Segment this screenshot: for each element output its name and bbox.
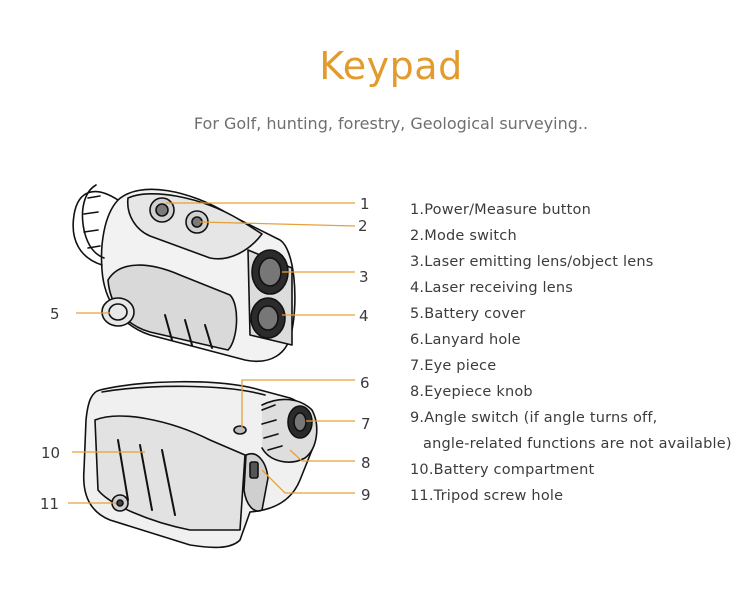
legend-item-eyepiece-knob: 8.Eyepiece knob [410,384,533,400]
callout-10: 10 [41,444,60,462]
rangefinder-top-view [72,184,296,362]
legend-item-power-measure-button: 1.Power/Measure button [410,202,592,218]
rangefinder-side-view [82,380,318,549]
legend-item-eye-piece: 7.Eye piece [410,358,497,374]
callout-6: 6 [360,374,370,392]
legend-item-battery-cover: 5.Battery cover [410,306,526,322]
callout-lines [68,202,356,504]
callout-2: 2 [358,217,368,235]
page-title: Keypad [319,44,463,88]
callout-5: 5 [50,305,60,323]
parts-legend: 1.Power/Measure button 2.Mode switch 3.L… [410,197,750,509]
callout-numbers: 1 2 3 4 5 6 7 8 9 10 11 [40,195,371,513]
legend-item-angle-switch-note: angle-related functions are not availabl… [423,436,732,452]
legend-item-tripod-screw-hole: 11.Tripod screw hole [410,488,564,504]
callout-9: 9 [361,486,371,504]
callout-4: 4 [359,307,369,325]
callout-7: 7 [361,415,371,433]
legend-item-laser-emitting-lens: 3.Laser emitting lens/object lens [410,254,654,270]
legend-item-mode-switch: 2.Mode switch [410,228,517,244]
callout-11: 11 [40,495,59,513]
page-subtitle: For Golf, hunting, forestry, Geological … [193,114,589,133]
callout-8: 8 [361,454,371,472]
callout-1: 1 [360,195,370,213]
legend-item-laser-receiving-lens: 4.Laser receiving lens [410,280,574,296]
callout-3: 3 [359,268,369,286]
legend-item-lanyard-hole: 6.Lanyard hole [410,332,521,348]
legend-item-angle-switch: 9.Angle switch (if angle turns off, [410,410,658,426]
legend-item-battery-compartment: 10.Battery compartment [410,462,595,478]
